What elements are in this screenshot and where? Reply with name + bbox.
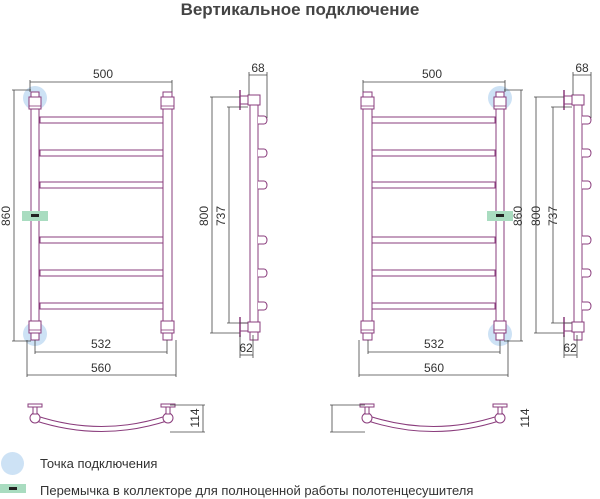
wall-flange [27, 403, 43, 408]
jumper-bar [496, 214, 504, 217]
pipe-fitting [360, 320, 375, 334]
dim-860-left: 860 [0, 206, 13, 226]
pipe-fitting [28, 96, 42, 110]
bend-pipe-inner [366, 416, 501, 431]
rung [39, 181, 164, 189]
bend-pipe-inner [34, 416, 169, 431]
side-fitting [571, 321, 585, 333]
dim-62-right: 62 [563, 341, 577, 355]
side-rung [582, 115, 592, 125]
diagram-title: Вертикальное подключение [180, 0, 420, 19]
side-rung [258, 301, 268, 311]
pipe-fitting [160, 96, 175, 110]
dim-532-right: 532 [424, 337, 444, 351]
rung [371, 181, 496, 189]
side-rung [582, 301, 592, 311]
side-valve [563, 95, 573, 105]
side-fitting [247, 321, 261, 333]
dim-68-left: 68 [251, 61, 265, 75]
rung [39, 302, 164, 310]
side-valve [239, 95, 249, 105]
dim-800-right: 800 [529, 206, 543, 226]
side-rung [258, 268, 268, 278]
dim-800-left: 800 [197, 206, 211, 226]
dim-560-right: 560 [424, 361, 444, 375]
wall-flange [160, 403, 176, 408]
side-fitting [571, 94, 585, 106]
dim-737-left: 737 [214, 206, 228, 226]
dim-560-left: 560 [91, 361, 111, 375]
legend-jumper-label: Перемычка в коллекторе для полноценной р… [40, 483, 474, 498]
pipe-fitting [360, 96, 375, 110]
side-rung [258, 148, 268, 158]
legend-connection-point: Точка подключения [0, 452, 600, 476]
pipe-fitting [28, 320, 42, 334]
side-rung [258, 235, 268, 245]
dim-737-right: 737 [546, 206, 560, 226]
wall-flange [492, 403, 508, 408]
side-rung [258, 115, 268, 125]
side-rung [582, 235, 592, 245]
dim-860-right: 860 [511, 206, 525, 226]
side-valve [563, 322, 573, 332]
right-collector-pipe [162, 91, 173, 341]
connection-point-icon [1, 452, 24, 475]
rung [371, 302, 496, 310]
dim-500-right: 500 [422, 67, 442, 81]
dim-114-right: 114 [518, 408, 532, 427]
side-valve [239, 322, 249, 332]
pipe-fitting [493, 96, 507, 110]
pipe-fitting [493, 320, 507, 334]
legend-connection-label: Точка подключения [40, 456, 158, 471]
rung [371, 236, 496, 244]
side-collector [249, 94, 259, 341]
jumper-icon [0, 484, 26, 493]
rung [39, 236, 164, 244]
side-rung [582, 148, 592, 158]
dim-500-left: 500 [93, 67, 113, 81]
rung [371, 149, 496, 157]
rung [371, 116, 496, 124]
wall-flange [359, 403, 375, 408]
dim-114-left: 114 [188, 408, 202, 427]
side-fitting [247, 94, 261, 106]
side-rung [582, 180, 592, 190]
dim-62-left: 62 [239, 341, 253, 355]
dim-532-left: 532 [91, 337, 111, 351]
side-collector [573, 94, 583, 341]
rung [39, 116, 164, 124]
side-rung [258, 180, 268, 190]
dim-68-right: 68 [575, 61, 589, 75]
jumper-bar [31, 214, 39, 217]
rung [371, 269, 496, 277]
right-collector-pipe [362, 91, 373, 341]
rung [39, 149, 164, 157]
side-rung [582, 268, 592, 278]
pipe-fitting [160, 320, 175, 334]
legend-jumper: Перемычка в коллекторе для полноценной р… [0, 480, 600, 498]
rung [39, 269, 164, 277]
